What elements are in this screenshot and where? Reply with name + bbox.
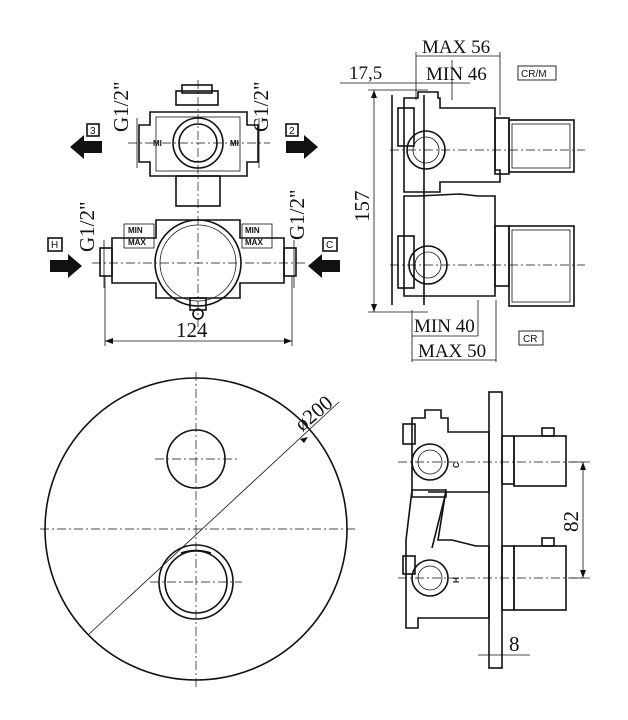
thread-label-top-left: G1/2" [109, 81, 133, 132]
max-label-left: MAX [128, 238, 146, 247]
top-view-centerlines [92, 80, 305, 330]
width-dimension-label: 124 [176, 318, 208, 342]
outlet-3-label: 3 [90, 126, 96, 137]
plate-thickness-dimension: 8 [509, 632, 520, 656]
diameter-dimension: ø200 [290, 390, 338, 435]
height-dimension: 157 [350, 191, 374, 223]
hot-inlet-arrow-icon [50, 254, 82, 278]
hot-inlet-label: H [51, 240, 58, 251]
variant-label-cr: CR [523, 334, 537, 345]
min-label-left: MIN [128, 226, 143, 235]
max-top-dimension: MAX 56 [422, 37, 490, 58]
side-view-dimensions: MAX 56 17,5 MIN 46 157 MIN 40 MAX 50 CR/… [340, 37, 557, 362]
outlet-2-label: 2 [289, 126, 295, 137]
upper-port-letter: C [452, 462, 461, 468]
min-bottom-dimension: MIN 40 [414, 316, 475, 337]
max-bottom-dimension: MAX 50 [418, 341, 486, 362]
lower-port-letter: H [452, 577, 461, 583]
min-top-dimension: MIN 46 [426, 64, 487, 85]
cold-inlet-arrow-icon [308, 254, 340, 278]
faceplate-front-view: ø200 [40, 372, 356, 690]
min-label-right: MIN [245, 226, 260, 235]
outlet-3-arrow-icon [70, 135, 102, 159]
thread-label-bottom-left: G1/2" [75, 201, 99, 252]
spacing-dimension: 82 [559, 511, 583, 532]
mi-label-left: MI [153, 139, 162, 148]
cold-inlet-label: C [326, 240, 333, 251]
max-label-right: MAX [245, 238, 263, 247]
variant-label-cr-m: CR/M [521, 69, 547, 80]
body-markings: MI MI MIN MAX MIN MAX [128, 139, 263, 247]
mi-label-right: MI [230, 139, 239, 148]
thread-label-bottom-right: G1/2" [285, 189, 309, 240]
width-dimension: 124 [104, 276, 293, 346]
side-view-body [390, 91, 585, 307]
thread-label-top-right: G1/2" [249, 81, 273, 132]
thread-dimensions: G1/2" G1/2" G1/2" G1/2" [75, 81, 309, 288]
installed-side-view: C H 82 8 [398, 391, 590, 669]
outlet-2-arrow-icon [286, 135, 318, 159]
flow-arrows: 3 2 H C [47, 123, 340, 278]
offset-dimension: 17,5 [349, 63, 382, 84]
